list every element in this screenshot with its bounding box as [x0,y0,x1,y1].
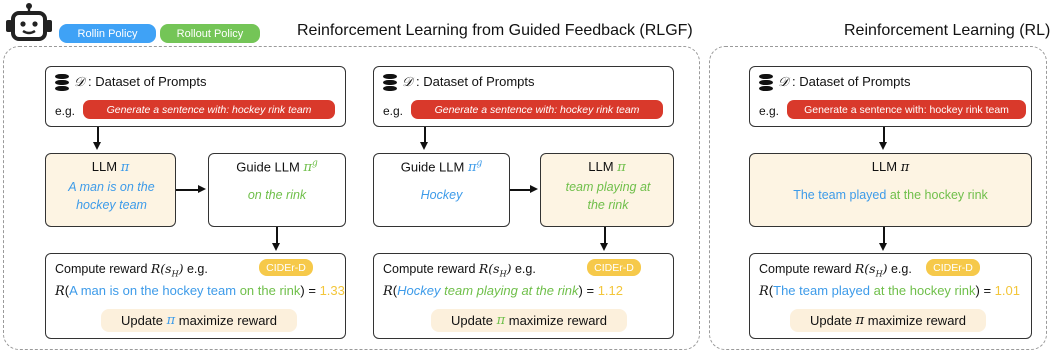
prompt-pill: Generate a sentence with: hockey rink te… [411,100,663,119]
guide-llm-output: Hockey [420,188,463,202]
cider-badge: CIDEr-D [926,259,980,276]
dataset-label: 𝒟 : Dataset of Prompts [402,74,535,90]
update-policy: Update π maximize reward [101,309,297,332]
eg-label: e.g. [759,104,780,118]
cider-badge: CIDEr-D [587,259,641,276]
llm-box: LLM π A man is on the hockey team [45,153,176,227]
llm-output: The team played at the hockey rink [793,188,988,202]
dataset-label: 𝒟 : Dataset of Prompts [778,74,911,90]
rl-title: Reinforcement Learning (RL) [844,22,1050,39]
rl-section [709,46,1047,350]
database-icon [383,74,397,91]
rollout-policy-legend: Rollout Policy [160,24,260,43]
dataset-box-2: 𝒟 : Dataset of Prompts e.g. Generate a s… [373,66,674,127]
guide-llm-output: on the rink [247,188,307,202]
guide-llm-box: Guide LLM πg on the rink [208,153,346,227]
llm-box-3: LLM π The team played at the hockey rink [749,153,1032,227]
guide-llm-title: Guide LLM πg [236,159,318,176]
reward-formula: R(The team played at the hockey rink) = … [759,283,1020,299]
rlgf-title: Reinforcement Learning from Guided Feedb… [297,22,693,39]
database-icon [55,74,69,91]
llm-title: LLM π [588,159,626,175]
compute-reward-label: Compute reward R(sH) e.g. [383,261,536,279]
reward-formula: R(Hockey team playing at the rink) = 1.1… [383,283,623,299]
eg-label: e.g. [55,104,76,118]
llm-output: team playing at the rink [565,180,651,212]
rlgf-section [3,46,700,350]
database-icon [759,74,773,91]
cider-badge: CIDEr-D [259,259,313,276]
compute-reward-label: Compute reward R(sH) e.g. [55,261,208,279]
robot-icon [6,3,52,41]
dataset-box-3: 𝒟 : Dataset of Prompts e.g. Generate a s… [749,66,1032,127]
eg-label: e.g. [383,104,404,118]
reward-box-2: Compute reward R(sH) e.g. CIDEr-D R(Hock… [373,253,674,339]
compute-reward-label: Compute reward R(sH) e.g. [759,261,912,279]
guide-llm-box-2: Guide LLM πg Hockey [373,153,510,227]
update-policy: Update π maximize reward [790,309,986,332]
llm-box-2: LLM π team playing at the rink [540,153,674,227]
llm-title: LLM π [91,159,130,175]
llm-title: LLM π [871,159,910,175]
prompt-pill: Generate a sentence with: hockey rink te… [787,100,1026,119]
reward-box-3: Compute reward R(sH) e.g. CIDEr-D R(The … [749,253,1032,339]
update-policy: Update π maximize reward [431,309,627,332]
rollin-policy-legend: Rollin Policy [59,24,156,43]
dataset-box: 𝒟 : Dataset of Prompts e.g. Generate a s… [45,66,346,127]
dataset-label: 𝒟 : Dataset of Prompts [74,74,207,90]
reward-box: Compute reward R(sH) e.g. CIDEr-D R(A ma… [45,253,346,339]
reward-formula: R(A man is on the hockey team on the rin… [55,283,345,299]
prompt-pill: Generate a sentence with: hockey rink te… [83,100,335,119]
llm-output: A man is on the hockey team [68,180,155,212]
guide-llm-title: Guide LLM πg [400,159,483,176]
